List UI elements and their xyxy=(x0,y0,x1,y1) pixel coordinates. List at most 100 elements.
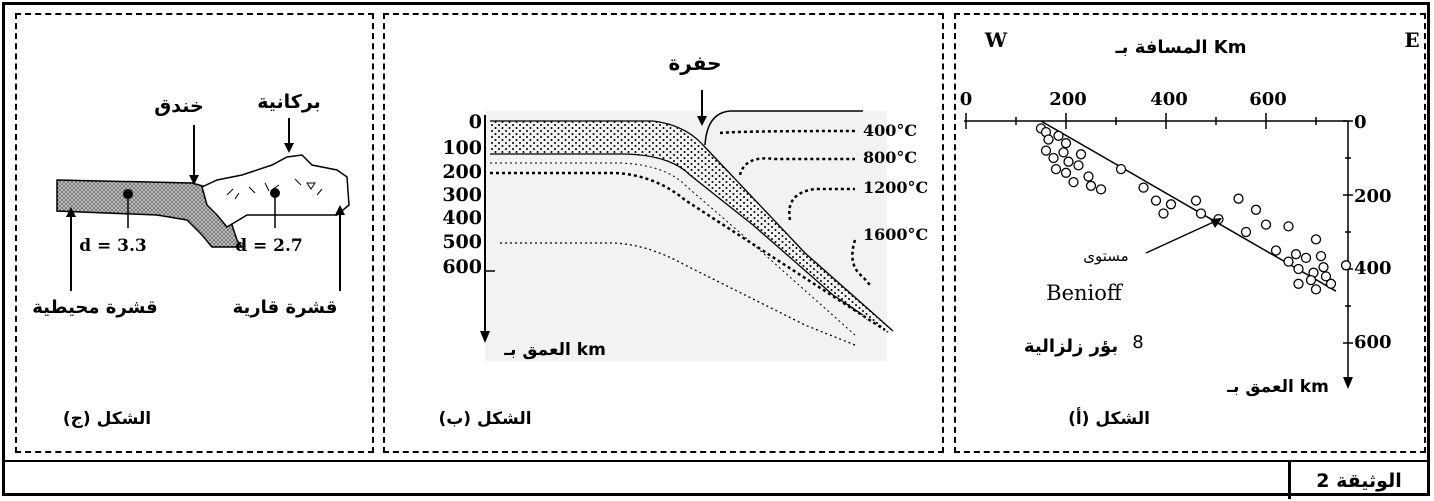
benioff-plane-line xyxy=(1040,120,1337,292)
caption-figure-c: الشكل (ج) xyxy=(63,409,151,429)
depth-tick-0: 0 xyxy=(469,111,482,133)
figure-c-svg: خندق بركانية d = 3.3 d = 2.7 قشرة محيطية… xyxy=(32,91,350,429)
legend-label: بؤر زلزالية xyxy=(1024,336,1118,357)
density-continental: d = 2.7 xyxy=(235,236,303,256)
seismic-focus-point xyxy=(1240,226,1252,238)
depth-tick-labels: 0 100 200 300 400 500 600 xyxy=(442,111,482,278)
axis-ticks xyxy=(965,113,1353,344)
y-tick-600: 600 xyxy=(1354,332,1392,353)
benioff-label-ar: مستوى xyxy=(1083,247,1128,265)
isotherm-label-400: 400°C xyxy=(863,121,917,140)
isotherm-1200 xyxy=(788,187,855,221)
isotherm-1600 xyxy=(851,239,871,286)
seismic-focus-point xyxy=(1095,184,1107,195)
label-trench-b: حفرة xyxy=(668,51,721,75)
seismic-focus-point xyxy=(1283,256,1294,267)
seismic-focus-point xyxy=(1060,167,1072,178)
legend-symbol: 8 xyxy=(1132,332,1143,353)
caption-figure-b: الشكل (ب) xyxy=(438,409,531,429)
document-label: الوثيقة 2 xyxy=(1288,462,1427,499)
seismic-focus-point xyxy=(1233,193,1244,204)
seismic-focus-point xyxy=(1063,156,1074,167)
seismic-focus-point xyxy=(1085,180,1097,191)
x-tick-0: 0 xyxy=(960,89,973,110)
seismic-focus-point xyxy=(1048,152,1059,164)
volcanic-arrowhead xyxy=(284,143,294,153)
seismic-focus-point xyxy=(1190,195,1202,206)
isotherm-deep-lower xyxy=(500,242,856,346)
depth-tick-200: 200 xyxy=(442,161,482,183)
x-tick-400: 400 xyxy=(1150,89,1188,110)
depth-tick-600: 600 xyxy=(442,256,482,278)
seismic-focus-point xyxy=(1320,271,1332,282)
seismic-focus-point xyxy=(1293,263,1304,275)
continental-crust-arrowhead xyxy=(335,205,345,215)
seismic-focus-point xyxy=(1043,134,1054,145)
seismic-focus-point xyxy=(1050,163,1062,175)
isotherm-deep-upper xyxy=(490,171,886,332)
seismic-focus-point xyxy=(1305,274,1317,286)
depth-tick-500: 500 xyxy=(442,231,482,253)
figure-a-svg: W E المسافة بـ Km 0 200 400 600 0 200 40… xyxy=(960,28,1420,429)
seismic-focus-point xyxy=(1270,245,1282,256)
seismic-focus-point xyxy=(1293,278,1304,289)
benioff-label-en: Benioff xyxy=(1046,281,1124,305)
trench-arrowhead xyxy=(189,175,199,185)
seismic-focus-point xyxy=(1290,249,1302,260)
y-tick-200: 200 xyxy=(1354,186,1392,207)
y-tick-0: 0 xyxy=(1354,112,1367,133)
seismic-foci xyxy=(1035,123,1352,295)
figure-a-panel: W E المسافة بـ Km 0 200 400 600 0 200 40… xyxy=(954,13,1426,453)
slab-bottom xyxy=(490,153,864,316)
label-trench: خندق xyxy=(154,95,203,117)
slab-top xyxy=(490,120,894,332)
benioff-pointer-arrow xyxy=(1145,219,1219,254)
figure-b-svg: 0 100 200 300 400 500 600 400°C 800°C 12… xyxy=(438,51,928,429)
seismic-focus-point xyxy=(1040,145,1052,156)
x-tick-600: 600 xyxy=(1249,89,1287,110)
seismic-focus-point xyxy=(1250,204,1262,215)
benioff-pointer-arrowhead xyxy=(1210,218,1222,228)
y-tick-400: 400 xyxy=(1354,258,1392,279)
seismic-focus-point xyxy=(1073,160,1084,171)
subducting-slab xyxy=(490,121,893,333)
seismic-focus-point xyxy=(1310,234,1322,245)
figure-b-panel: 0 100 200 300 400 500 600 400°C 800°C 12… xyxy=(383,13,944,453)
seismic-focus-point xyxy=(1060,138,1072,149)
seismic-focus-point xyxy=(1340,260,1352,271)
caption-figure-a: الشكل (أ) xyxy=(1068,407,1150,429)
west-label: W xyxy=(984,28,1008,52)
trench-arrowhead-b xyxy=(697,116,707,126)
seismic-focus-point xyxy=(1165,199,1177,210)
depth-axis-label-a: العمق بـ km xyxy=(1226,377,1329,397)
seismic-focus-point xyxy=(1068,176,1079,188)
seismic-focus-point xyxy=(1150,195,1162,206)
seismic-focus-point xyxy=(1158,208,1169,219)
seismic-focus-point xyxy=(1195,208,1207,219)
isotherm-400 xyxy=(719,129,856,135)
seismic-focus-point xyxy=(1053,130,1064,141)
depth-tick-300: 300 xyxy=(442,184,482,206)
depth-axis-arrowhead xyxy=(480,331,490,343)
depth-tick-100: 100 xyxy=(442,137,482,159)
seismic-focus-point xyxy=(1283,221,1294,232)
isotherm-label-1200: 1200°C xyxy=(863,178,928,197)
isotherm-label-800: 800°C xyxy=(863,148,917,167)
seismic-focus-point xyxy=(1318,262,1329,273)
continent-surface xyxy=(704,110,863,146)
seismic-focus-point xyxy=(1138,182,1149,193)
seismic-focus-point xyxy=(1310,284,1322,295)
seismic-focus-point xyxy=(1325,278,1337,289)
label-continental-crust: قشرة قارية xyxy=(233,297,338,318)
continental-texture xyxy=(226,178,323,200)
x-tick-200: 200 xyxy=(1049,89,1087,110)
seismic-focus-point xyxy=(1315,250,1327,262)
label-volcanic: بركانية xyxy=(257,91,321,113)
isotherm-label-1600: 1600°C xyxy=(863,225,928,244)
density-oceanic: d = 3.3 xyxy=(79,236,147,256)
seismic-focus-point xyxy=(1260,219,1272,230)
seismic-focus-point xyxy=(1058,147,1069,158)
depth-tick-400: 400 xyxy=(442,207,482,229)
figure-c-panel: خندق بركانية d = 3.3 d = 2.7 قشرة محيطية… xyxy=(15,13,374,453)
